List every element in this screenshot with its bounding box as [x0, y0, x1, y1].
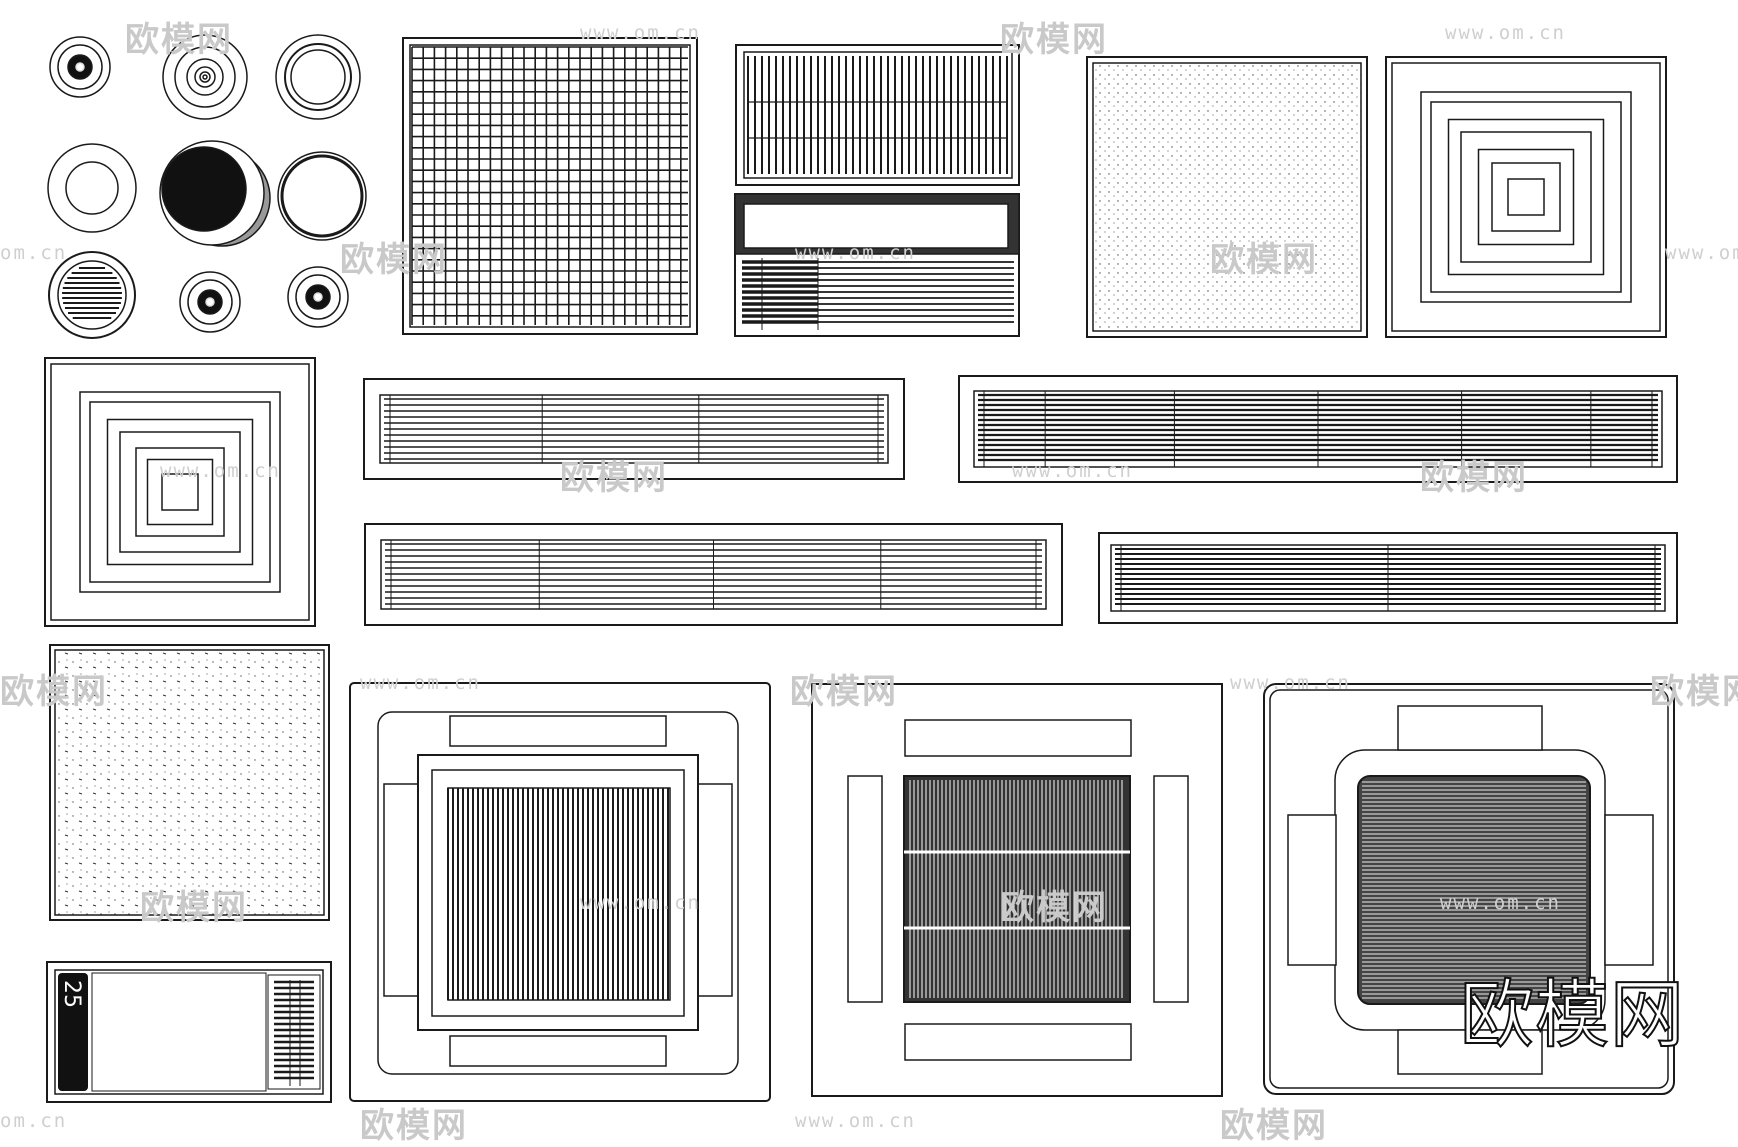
- watermark-brand: 欧模网: [140, 888, 248, 928]
- round-diffusers-group: [47, 34, 367, 339]
- watermark-brand: 欧模网: [1650, 672, 1738, 712]
- watermark-brand: 欧模网: [560, 458, 668, 498]
- ring: [313, 292, 323, 302]
- ring: [280, 154, 364, 238]
- watermark-brand: 欧模网: [1000, 888, 1108, 928]
- watermark-url: www.om.cn: [360, 672, 481, 694]
- watermark-brand: 欧模网: [1420, 458, 1528, 498]
- vane-top: [904, 719, 1132, 757]
- watermark-url: www.om.cn: [1012, 460, 1133, 482]
- ring-square: [1507, 178, 1545, 216]
- ring: [205, 297, 215, 307]
- watermark-brand: 欧模网: [1210, 240, 1318, 280]
- watermark-url: om.cn: [0, 242, 68, 264]
- cassette-units-group: [349, 682, 1675, 1102]
- watermark-brand: 欧模网: [0, 672, 108, 712]
- vane-left: [383, 783, 419, 997]
- vane-bottom: [904, 1023, 1132, 1061]
- ring: [65, 161, 119, 215]
- watermark-url: www.om.cn: [1665, 242, 1738, 264]
- watermark-url: www.om.cn: [580, 892, 701, 914]
- frame: [743, 51, 1013, 179]
- vane-bottom: [449, 1035, 667, 1067]
- vane-left: [1287, 814, 1337, 966]
- ring: [202, 74, 208, 80]
- watermark-brand: 欧模网: [125, 20, 233, 60]
- ring: [75, 62, 85, 72]
- watermark-brand: 欧模网: [340, 240, 448, 280]
- watermark-logo-large: 欧模网: [1459, 971, 1685, 1059]
- ring-square: [161, 473, 199, 511]
- watermark-brand: 欧模网: [1000, 20, 1108, 60]
- tile-face: [1092, 62, 1362, 332]
- watermark-url: www.om.cn: [1440, 892, 1561, 914]
- tile-face: [54, 649, 325, 916]
- vane-right: [1604, 814, 1654, 966]
- watermark-url: www.om.cn: [580, 22, 701, 44]
- watermark-brand: 欧模网: [1220, 1106, 1328, 1146]
- header: [743, 203, 1009, 249]
- heater-vent-grille: [274, 980, 314, 1086]
- control-strip: [58, 973, 88, 1091]
- watermark-url: www.om.cn: [1445, 22, 1566, 44]
- watermark-url: www.om.cn: [795, 242, 916, 264]
- grille-panels-group: [44, 37, 1678, 921]
- bath-heater-panel: 25: [46, 961, 332, 1103]
- vane-left: [847, 775, 883, 1003]
- vane-bottom: [1397, 1029, 1543, 1075]
- watermark-url: www.om.cn: [1230, 672, 1351, 694]
- temperature-readout: 25: [59, 980, 84, 1008]
- watermark-url: om.cn: [0, 1110, 68, 1132]
- watermark-url: www.om.cn: [795, 1110, 916, 1132]
- vane-top: [449, 715, 667, 747]
- vane-right: [1153, 775, 1189, 1003]
- grille-frame: [447, 787, 671, 1001]
- vane-right: [697, 783, 733, 997]
- watermark-url: www.om.cn: [160, 460, 281, 482]
- watermark-brand: 欧模网: [790, 672, 898, 712]
- ring: [290, 49, 346, 105]
- watermark-brand: 欧模网: [360, 1106, 468, 1146]
- vane-top: [1397, 705, 1543, 751]
- ring: [161, 146, 247, 232]
